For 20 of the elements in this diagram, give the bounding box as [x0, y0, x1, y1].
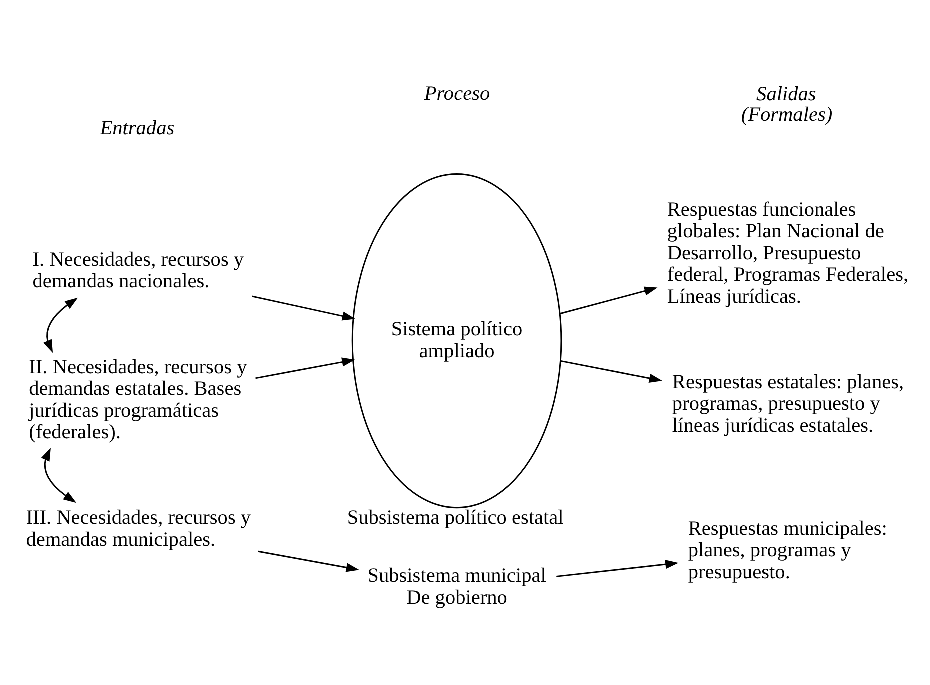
arrow: [252, 296, 356, 321]
label: Entradas: [100, 118, 175, 140]
node-text: II. Necesidades, recursos y demandas estatales. Bases jurídicas programáticas (federales).: [29, 356, 248, 444]
node-text: Respuestas municipales: planes, programas y presupuesto.: [688, 518, 888, 584]
node-text: III. Necesidades, recursos y demandas municipales.: [26, 507, 252, 551]
node-text: Subsistema municipal De gobierno: [368, 565, 546, 609]
arrow: [258, 550, 360, 572]
label: Proceso: [424, 82, 490, 105]
label: Salidas (Formales): [741, 84, 833, 126]
arrow: [44, 298, 78, 354]
arrow: [556, 560, 679, 578]
arrow: [256, 358, 356, 380]
node-label: Subsistema político estatal: [347, 507, 564, 530]
node-text: Respuestas estatales: planes, programas, presupuesto y líneas jurídicas estatales.: [672, 371, 904, 437]
arrow: [560, 360, 662, 383]
node-text: I. Necesidades, recursos y demandas nacionales.: [32, 248, 244, 293]
arrow: [560, 286, 658, 315]
node-ellipse: Sistema político ampliado: [352, 174, 562, 509]
arrow: [41, 448, 77, 504]
node-text: Respuestas funcionales globales: Plan Nacional de Desarrollo, Presupuesto federal, Programas Federales, Líneas jurídicas.: [667, 198, 909, 308]
